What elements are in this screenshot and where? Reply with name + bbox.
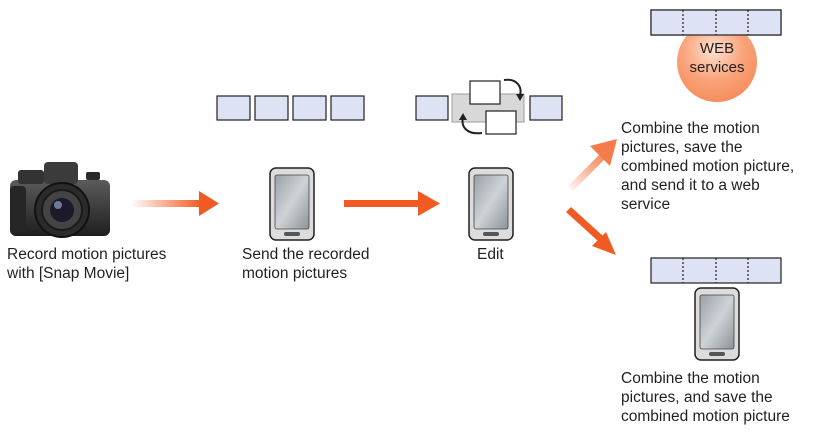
web-services-icon	[650, 9, 782, 102]
smartphone-icon	[269, 167, 315, 241]
step-edit-label: Edit	[477, 246, 504, 263]
arrow-record-to-send	[130, 191, 219, 216]
arrow-edit-to-save	[566, 207, 616, 255]
arrow-send-to-edit	[344, 191, 440, 216]
web-services-badge-label: WEB services	[689, 40, 745, 76]
camera-icon	[10, 162, 110, 238]
smartphone-icon	[468, 167, 514, 241]
film-strip-edit	[415, 78, 563, 135]
outcome-web-label: Combine the motion pictures, save the co…	[621, 120, 795, 213]
step-record-label: Record motion pictures with [Snap Movie]	[7, 246, 167, 282]
arrow-edit-to-web	[568, 139, 617, 191]
step-send-label: Send the recorded motion pictures	[242, 246, 370, 282]
outcome-save-label: Combine the motion pictures, and save th…	[621, 370, 790, 425]
film-strip-recorded	[216, 95, 365, 121]
film-strip-combined-save	[650, 257, 782, 284]
smartphone-icon	[694, 287, 740, 361]
